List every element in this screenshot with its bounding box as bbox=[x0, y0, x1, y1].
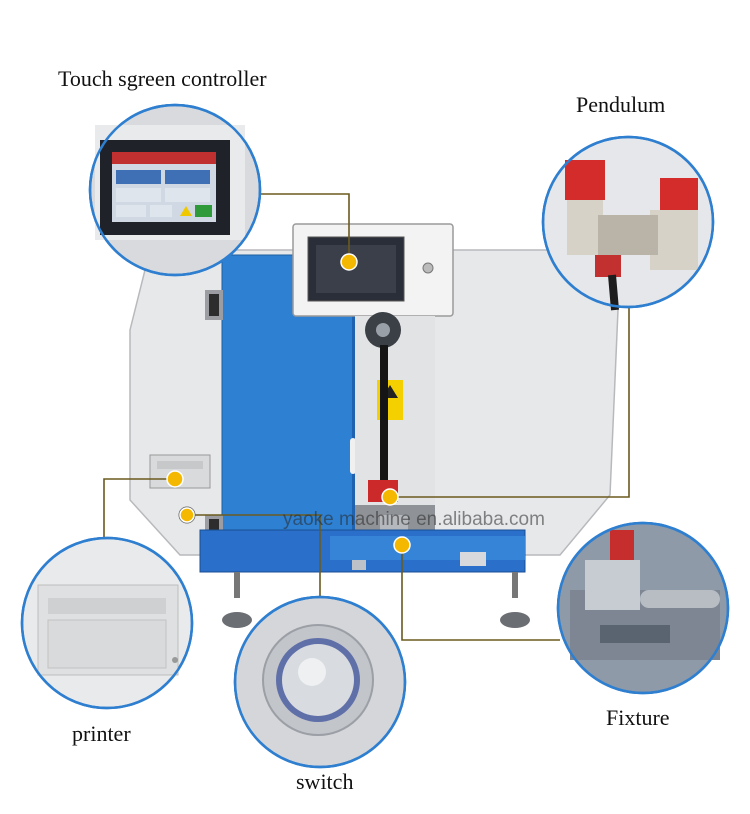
hinge-top bbox=[205, 290, 223, 320]
marker-fixture bbox=[393, 536, 411, 554]
marker-controller bbox=[340, 253, 358, 271]
callout-markers bbox=[166, 253, 411, 554]
impact-tester-machine bbox=[129, 223, 619, 628]
marker-switch bbox=[179, 507, 195, 523]
printer-zoom-circle bbox=[20, 536, 194, 710]
callout-lines bbox=[103, 193, 630, 641]
switch-label: switch bbox=[296, 769, 354, 794]
pendulum-label: Pendulum bbox=[576, 92, 666, 117]
fixture-zoom-circle bbox=[556, 521, 730, 695]
fixture-label: Fixture bbox=[606, 705, 670, 730]
watermark-text: yaoke machine en.alibaba.com bbox=[283, 509, 545, 530]
controller-zoom-circle bbox=[88, 103, 262, 277]
switch-zoom-circle bbox=[233, 595, 407, 769]
marker-pendulum bbox=[381, 488, 399, 506]
marker-printer bbox=[166, 470, 184, 488]
controller-label: Touch sgreen controller bbox=[58, 66, 267, 91]
pendulum-zoom-circle bbox=[541, 135, 715, 311]
printer-label: printer bbox=[72, 721, 131, 746]
